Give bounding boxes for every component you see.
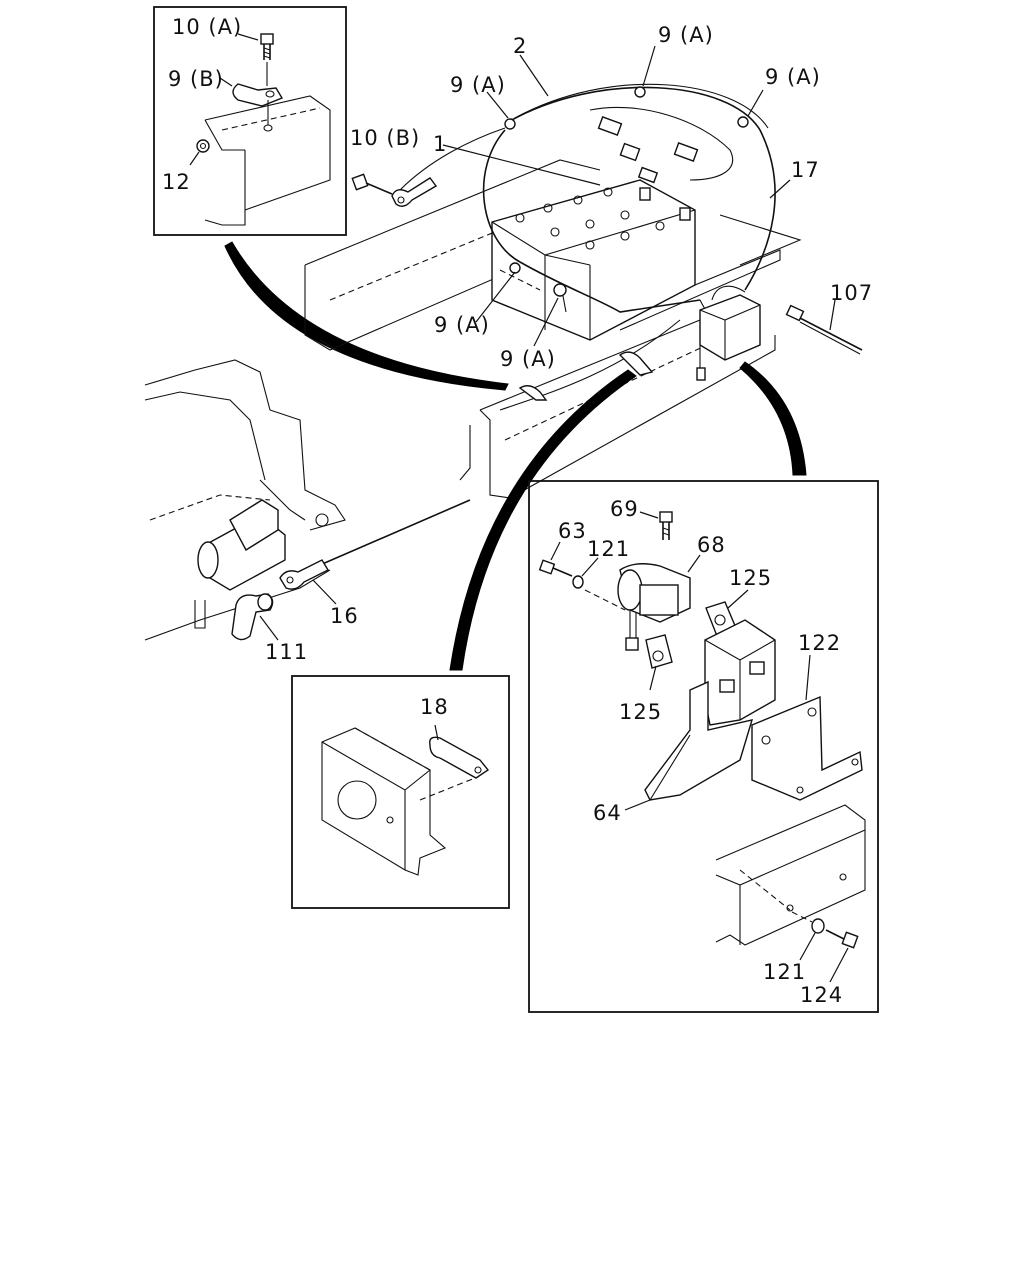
bolt-10b-icon	[351, 173, 438, 207]
label-17: 17	[791, 158, 820, 182]
label-1: 1	[433, 132, 447, 156]
label-64: 64	[593, 801, 622, 825]
label-10b: 10 (B)	[350, 126, 420, 150]
nut-12-icon	[196, 139, 210, 153]
label-12: 12	[162, 170, 191, 194]
callout-arc-center	[449, 369, 637, 671]
plate-122-icon	[751, 695, 863, 801]
bracket-18-icon	[429, 736, 490, 779]
cable-harness	[399, 83, 776, 411]
label-9a-5: 9 (A)	[500, 347, 556, 371]
label-10a: 10 (A)	[172, 15, 242, 39]
label-9a-2: 9 (A)	[450, 73, 506, 97]
clip-9b-icon	[232, 83, 284, 107]
inset-bottom-right: 69 63 121 68 125 125 122 64 121 124	[528, 480, 879, 1013]
grommet-125-lower-icon	[645, 634, 673, 669]
label-63: 63	[558, 519, 587, 543]
bolt-69-icon	[659, 511, 673, 540]
callout-arc-top-left	[224, 241, 509, 391]
label-125-lower: 125	[619, 700, 662, 724]
label-9a-4: 9 (A)	[434, 313, 490, 337]
label-2: 2	[513, 34, 527, 58]
battery-assembly	[491, 179, 696, 341]
inset-top-left: 10 (A) 9 (B) 12	[153, 6, 347, 236]
bracket-64-icon	[644, 619, 776, 801]
callout-arc-right	[739, 361, 807, 476]
label-125-upper: 125	[729, 566, 772, 590]
label-9a-1: 9 (A)	[658, 23, 714, 47]
label-9b: 9 (B)	[168, 67, 224, 91]
label-16: 16	[330, 604, 359, 628]
label-107: 107	[830, 281, 873, 305]
label-122: 122	[798, 631, 841, 655]
bolt-124-icon	[825, 929, 859, 949]
label-121-top: 121	[587, 537, 630, 561]
relay-68-icon	[617, 563, 691, 651]
cable-16-icon	[279, 499, 471, 590]
fitting-111-icon	[231, 593, 274, 641]
label-124: 124	[800, 983, 843, 1007]
label-121-bottom: 121	[763, 960, 806, 984]
screw-63-icon	[538, 559, 573, 577]
frame-rail-piece	[715, 804, 866, 946]
engine-outline	[144, 359, 346, 641]
bolt-10a-icon	[260, 33, 274, 60]
label-68: 68	[697, 533, 726, 557]
inset-bottom-left: 18	[291, 675, 510, 909]
relay-unit	[696, 285, 761, 381]
label-9a-3: 9 (A)	[765, 65, 821, 89]
label-69: 69	[610, 497, 639, 521]
cable-tie-107-icon	[785, 304, 863, 355]
washer-121-bottom-icon	[811, 918, 825, 934]
label-111: 111	[265, 640, 308, 664]
washer-121-top-icon	[572, 575, 584, 589]
label-18: 18	[420, 695, 449, 719]
